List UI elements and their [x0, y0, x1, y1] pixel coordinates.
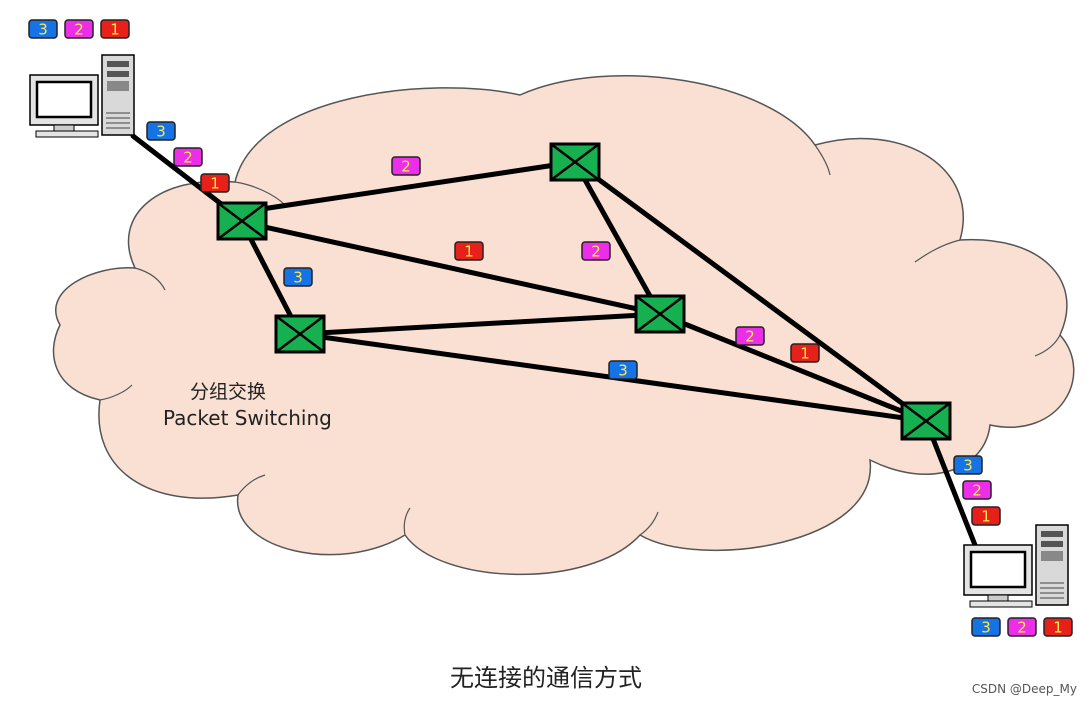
packet-number: 2: [972, 482, 982, 500]
packet-number: 3: [293, 269, 303, 287]
packet-number: 1: [110, 21, 120, 39]
link-b-e: [572, 159, 929, 424]
transit-packet: 3: [283, 267, 313, 287]
switches: [216, 142, 952, 441]
packet-number: 2: [1017, 619, 1027, 637]
source-packet: 1: [100, 19, 130, 39]
computer-icon: [963, 524, 1069, 608]
destination-packet: 3: [971, 617, 1001, 637]
transit-packet: 2: [962, 480, 992, 500]
switch-icon: [549, 142, 601, 182]
packet-number: 2: [401, 158, 411, 176]
link-d-e: [657, 311, 929, 424]
transit-packet: 3: [953, 455, 983, 475]
transit-packet: 1: [200, 173, 230, 193]
link-c-d: [297, 311, 663, 337]
switch-icon: [216, 201, 268, 241]
packet-number: 1: [210, 175, 220, 193]
watermark: CSDN @Deep_My: [972, 682, 1077, 696]
packet-number: 1: [464, 243, 474, 261]
packet-number: 1: [981, 508, 991, 526]
switch-icon: [900, 401, 952, 441]
packet-number: 1: [1053, 619, 1063, 637]
transit-packet: 2: [581, 241, 611, 261]
switch-icon: [274, 314, 326, 354]
transit-packet: 2: [735, 326, 765, 346]
link-a-d: [239, 219, 663, 317]
destination-packet: 1: [1043, 617, 1073, 637]
transit-packet: 1: [971, 506, 1001, 526]
source-packet: 2: [64, 19, 94, 39]
cloud-label-en: Packet Switching: [163, 406, 332, 430]
source-packet: 3: [28, 19, 58, 39]
destination-packet: 2: [1007, 617, 1037, 637]
transit-packet: 2: [173, 147, 203, 167]
link-b-d: [572, 159, 663, 317]
diagram-caption: 无连接的通信方式: [450, 664, 642, 692]
packet-number: 3: [981, 619, 991, 637]
transit-packet: 2: [391, 156, 421, 176]
packet-number: 2: [745, 328, 755, 346]
destination-access-link: [923, 418, 978, 548]
transit-packet: 1: [454, 241, 484, 261]
packet-number: 3: [38, 21, 48, 39]
cloud-label-cn: 分组交换: [190, 381, 266, 403]
packet-number: 1: [800, 345, 810, 363]
link-a-b: [239, 159, 578, 215]
packet-number: 3: [963, 457, 973, 475]
transit-packet: 3: [146, 121, 176, 141]
packet-number: 2: [591, 243, 601, 261]
packet-number: 3: [618, 362, 628, 380]
packet-number: 3: [156, 123, 166, 141]
computer-icon: [29, 54, 135, 138]
packet-number: 2: [183, 149, 193, 167]
transit-packet: 1: [790, 343, 820, 363]
transit-packet: 3: [608, 360, 638, 380]
packet-number: 2: [74, 21, 84, 39]
switch-icon: [634, 294, 686, 334]
